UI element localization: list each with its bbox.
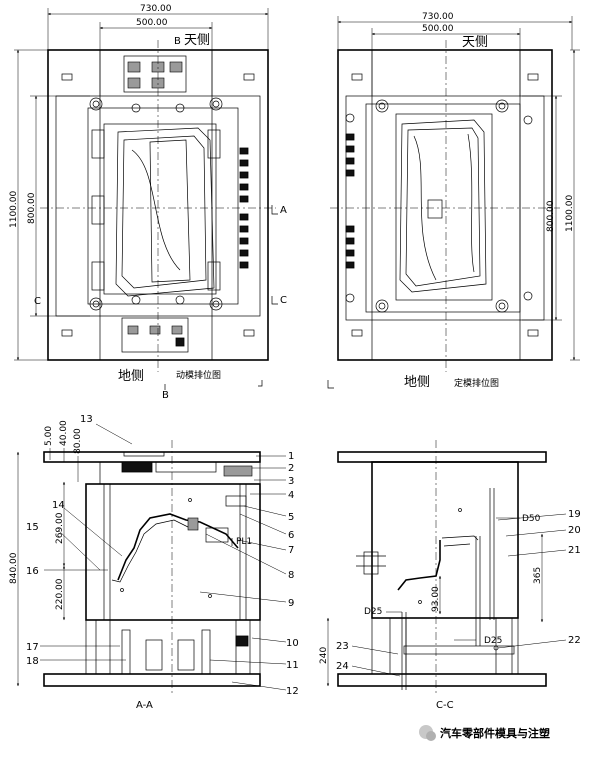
section-aa-view: 5.00 40.00 80.00 840.00 269.00 220.00 [9, 414, 299, 711]
callout-21: 21 [568, 545, 581, 556]
callout-23: 23 [336, 641, 349, 652]
dim-d25-left: D25 [364, 607, 382, 617]
watermark: 汽车零部件模具与注塑 [419, 725, 550, 741]
section-cc-view: D50 365 93.00 D25 D25 240 19 20 21 22 23… [319, 440, 581, 711]
dim-height-inner-right: 800.00 [546, 200, 556, 232]
label-bottom-side-right: 地侧 [404, 375, 430, 390]
cooling-connectors-right-view [345, 133, 355, 269]
dim-height-outer-right: 1100.00 [565, 195, 575, 232]
dim-width-outer-left: 730.00 [140, 4, 172, 14]
pl-label: PL1 [236, 537, 252, 547]
callout-2: 2 [288, 463, 294, 474]
callout-6: 6 [288, 530, 294, 541]
dim-height-inner-left: 800.00 [27, 192, 37, 224]
section-mark-c-right: C [280, 295, 287, 306]
callout-13: 13 [80, 414, 93, 425]
callout-16: 16 [26, 566, 39, 577]
view-title-moving-mold: 动模排位图 [176, 369, 221, 381]
callout-10: 10 [286, 638, 299, 649]
dim-840: 840.00 [9, 552, 19, 584]
callout-15: 15 [26, 522, 39, 533]
label-top-side-left: 天侧 [184, 33, 210, 48]
dim-93: 93.00 [431, 586, 441, 612]
dim-width-outer-right: 730.00 [422, 12, 454, 22]
section-mark-a: A [280, 205, 287, 216]
section-mark-b-bottom: B [162, 390, 169, 401]
label-bottom-side-left: 地侧 [118, 369, 144, 384]
label-top-side-right: 天侧 [462, 35, 488, 50]
dim-220: 220.00 [55, 578, 65, 610]
callout-9: 9 [288, 598, 294, 609]
dim-height-outer-left: 1100.00 [9, 191, 19, 228]
dim-width-inner-left: 500.00 [136, 18, 168, 28]
dim-40: 40.00 [59, 420, 69, 446]
dim-269: 269.00 [55, 512, 65, 544]
section-title-cc: C-C [436, 700, 454, 711]
callout-12: 12 [286, 686, 299, 697]
watermark-text: 汽车零部件模具与注塑 [440, 726, 550, 740]
section-mark-c-left: C [34, 296, 41, 307]
callout-7: 7 [288, 545, 294, 556]
dim-5: 5.00 [44, 426, 54, 446]
dim-d25-right: D25 [484, 636, 502, 646]
callout-17: 17 [26, 642, 39, 653]
callout-19: 19 [568, 509, 581, 520]
section-mark-b-top: B [174, 36, 181, 47]
callout-14: 14 [52, 500, 65, 511]
cooling-connectors-left-view [239, 147, 249, 269]
callout-8: 8 [288, 570, 294, 581]
callout-24: 24 [336, 661, 349, 672]
fixed-mold-view: 730.00 500.00 800.00 1100.00 [327, 12, 580, 390]
dim-365: 365 [533, 567, 543, 584]
dim-240: 240 [319, 647, 329, 664]
dim-d50: D50 [522, 514, 541, 524]
moving-mold-view: 730.00 500.00 1100.00 800.00 [9, 4, 287, 401]
callout-20: 20 [568, 525, 581, 536]
callout-22: 22 [568, 635, 581, 646]
callout-18: 18 [26, 656, 39, 667]
callout-4: 4 [288, 490, 294, 501]
dim-width-inner-right: 500.00 [422, 24, 454, 34]
callout-5: 5 [288, 512, 294, 523]
callouts-aa-right [199, 455, 287, 691]
callout-3: 3 [288, 476, 294, 487]
view-title-fixed-mold: 定模排位图 [454, 377, 499, 389]
callout-11: 11 [286, 660, 299, 671]
section-title-aa: A-A [136, 700, 153, 711]
dim-80: 80.00 [73, 428, 83, 454]
callout-1: 1 [288, 451, 294, 462]
